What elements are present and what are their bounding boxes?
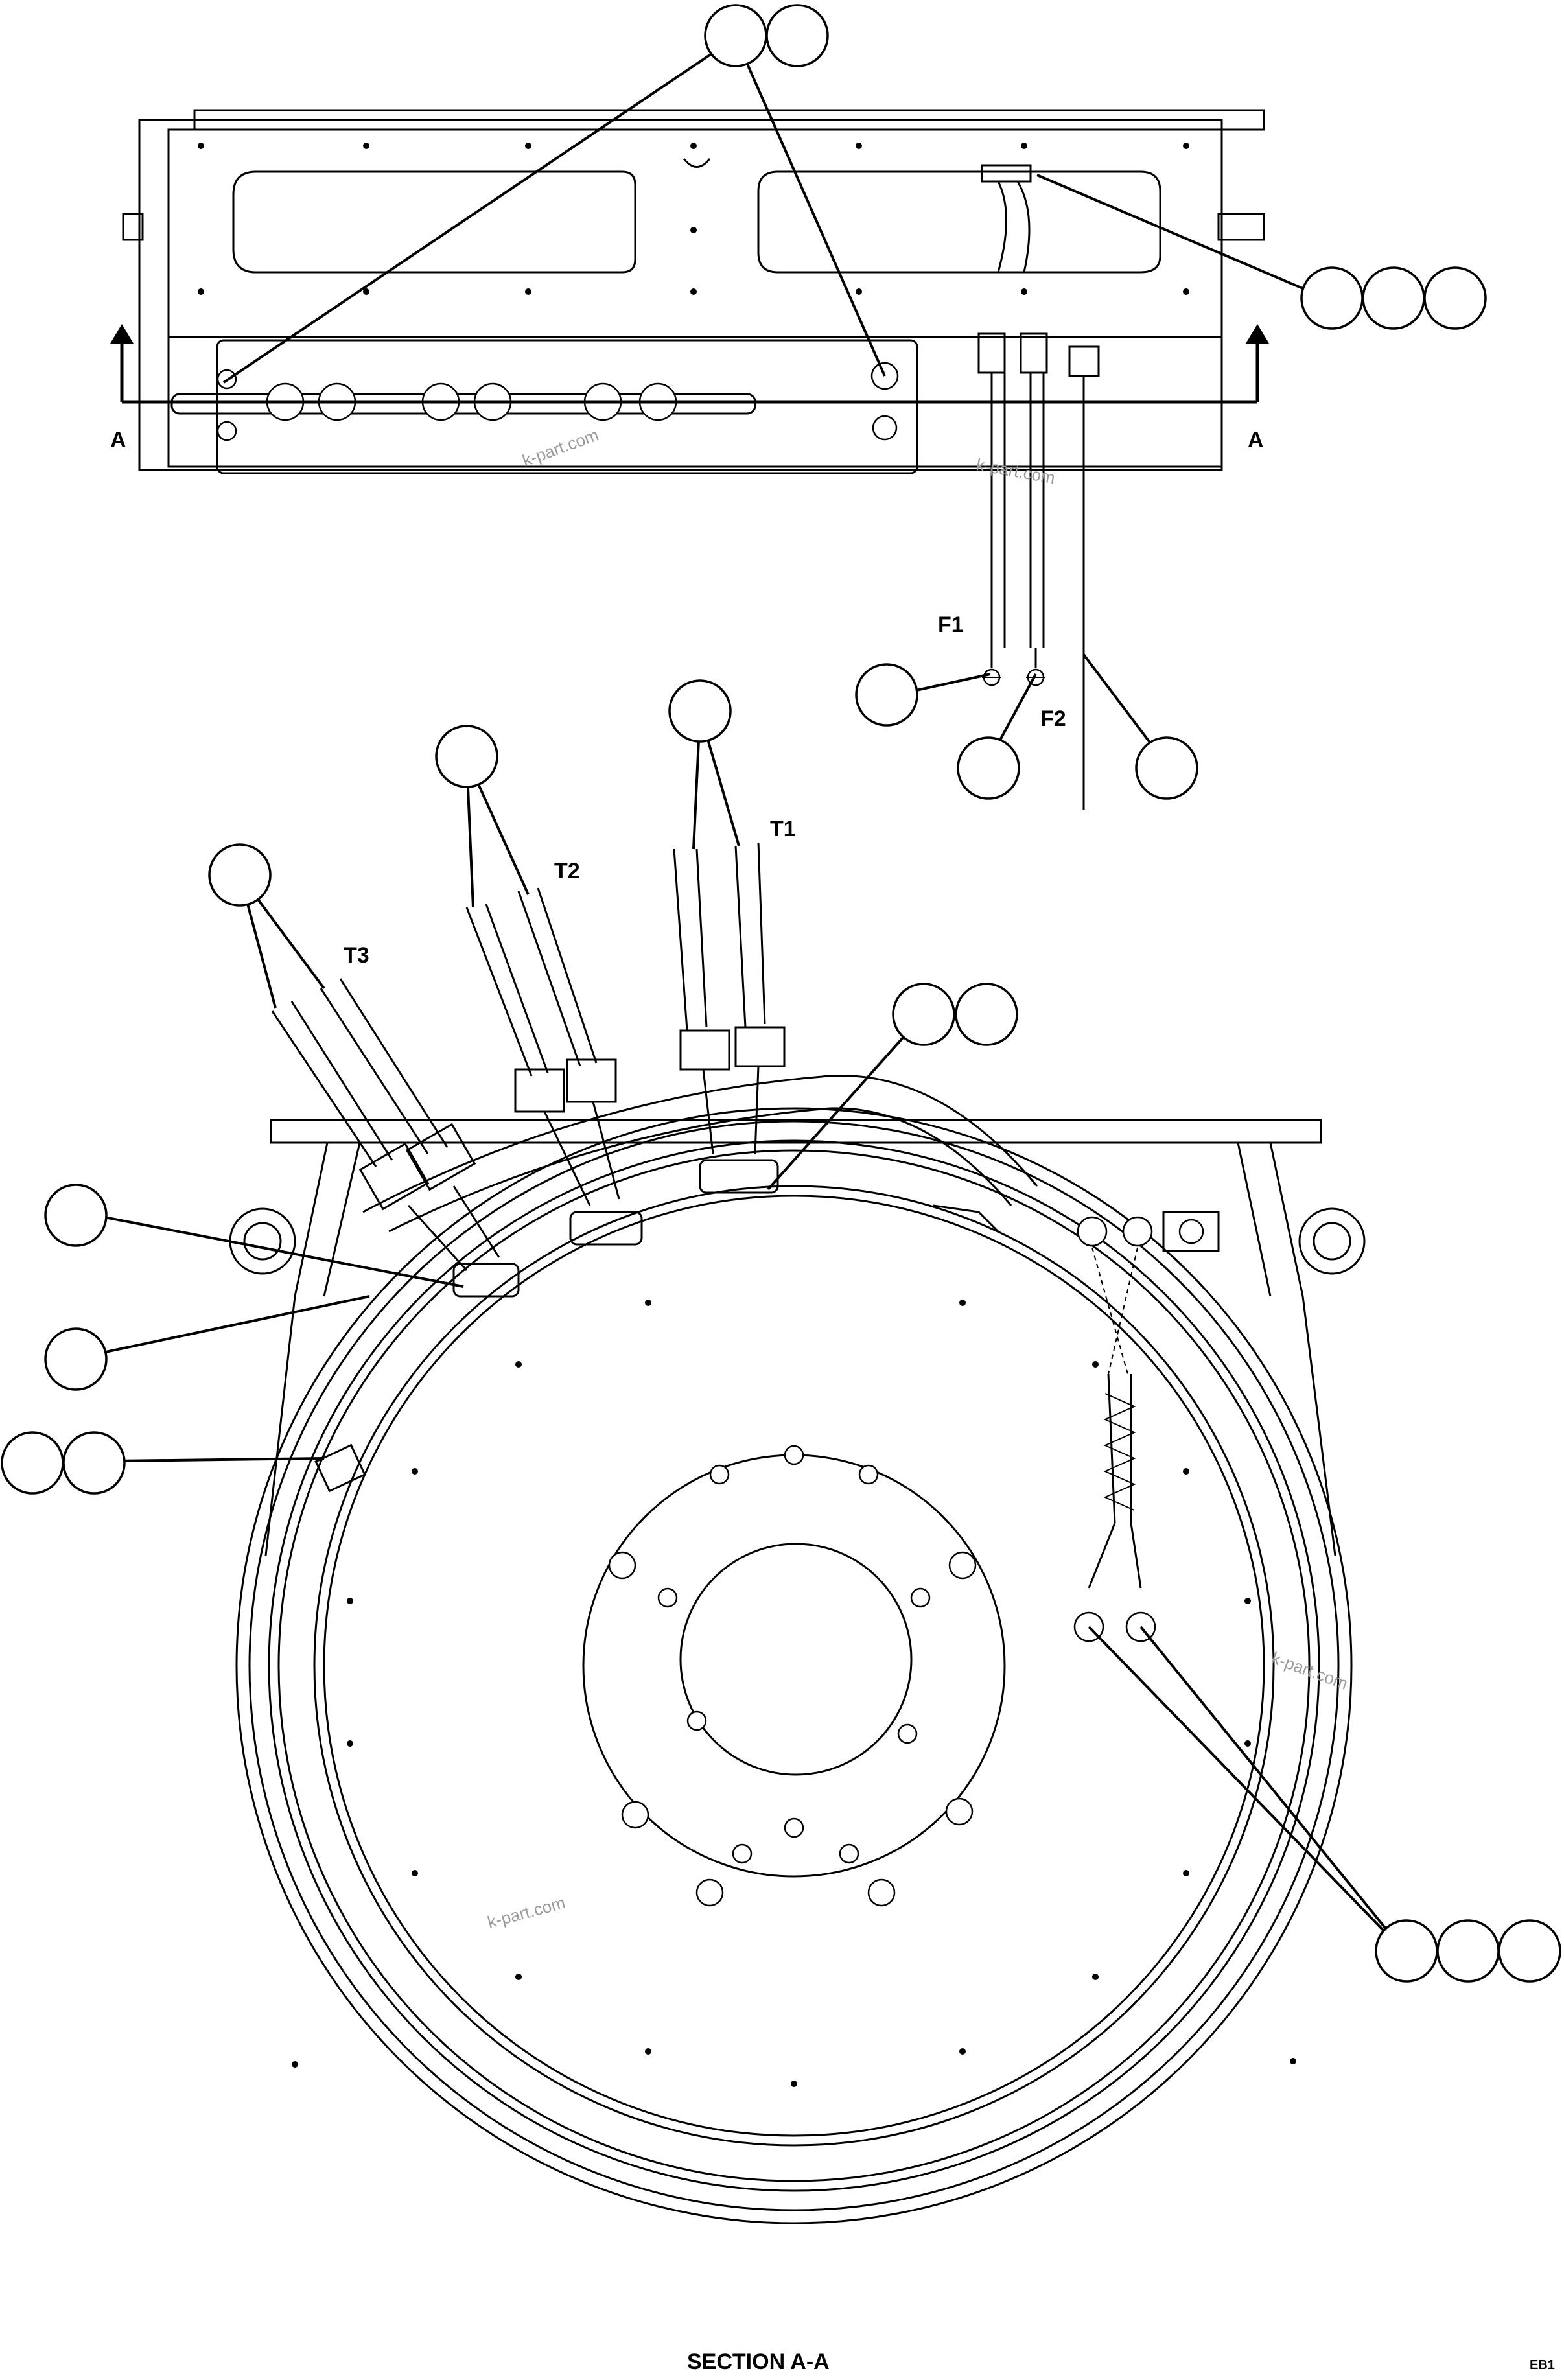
bar-bolt-bottom-right	[872, 415, 898, 441]
stator-ring	[268, 1139, 1320, 2192]
section-arrow-left	[110, 324, 134, 344]
callout-bubble	[1498, 1919, 1561, 1983]
field-lead-label-f2: F2	[1040, 706, 1066, 731]
t3-leads	[271, 978, 520, 1298]
section-label-right: A	[1248, 428, 1264, 452]
bar-bolt-bottom-left	[216, 421, 237, 441]
callout-bubble	[855, 663, 918, 727]
callout-bubble	[44, 1327, 108, 1391]
field-lead-bushings	[977, 332, 1100, 810]
terminal-label-t2: T2	[554, 859, 580, 883]
callout-bubble	[765, 4, 829, 67]
callout-bubble	[704, 4, 767, 67]
callout-bubble	[892, 983, 955, 1046]
section-title: SECTION A-A	[687, 2350, 830, 2374]
field-lead-label-f1: F1	[938, 612, 964, 637]
window-cable	[997, 181, 1031, 273]
left-stub	[122, 213, 144, 241]
watermark: k-part.com	[485, 1893, 567, 1932]
callout-bubble	[957, 736, 1020, 800]
panel-bolts	[198, 143, 1189, 295]
callout-bubble	[62, 1431, 126, 1495]
section-line	[120, 337, 1259, 404]
top-flange	[270, 1119, 1322, 1144]
callout-bubble	[1436, 1919, 1500, 1983]
callout-bubble	[1423, 266, 1487, 330]
callout-bubble	[1362, 266, 1425, 330]
left-clamp	[314, 1443, 366, 1493]
callout-bubble	[44, 1184, 108, 1247]
callout-bubble	[955, 983, 1018, 1046]
callout-bubble	[1135, 736, 1198, 800]
housing-sides	[264, 1142, 1336, 1556]
watermark: k-part.com	[520, 425, 601, 470]
callout-leaders	[64, 36, 1408, 1955]
callout-bubble	[208, 843, 272, 907]
terminal-label-t1: T1	[770, 817, 796, 841]
callout-bubble	[1, 1431, 64, 1495]
top-view: A A F1 F2	[110, 109, 1269, 810]
ring-bolts	[292, 1300, 1296, 2087]
callout-bubble	[435, 725, 498, 788]
lift-eye-right	[1298, 1208, 1366, 1275]
left-window	[232, 170, 636, 274]
t2-leads	[465, 887, 643, 1246]
section-view: SECTION A-A EB1 T3 T2 T1	[229, 817, 1555, 2374]
hub-bore	[679, 1543, 913, 1776]
callout-bubble	[1300, 266, 1364, 330]
right-stub	[1217, 213, 1265, 241]
t1-leads	[673, 842, 786, 1194]
terminal-label-t3: T3	[344, 943, 369, 968]
inner-ring	[313, 1185, 1275, 2147]
right-clamp	[933, 1204, 999, 1233]
callout-bubble	[1375, 1919, 1438, 1983]
terminal-arc-inner	[388, 1107, 1012, 1233]
top-notch	[683, 158, 711, 168]
callout-bubble	[668, 679, 732, 743]
section-label-left: A	[110, 428, 126, 452]
top-frame-panel	[167, 128, 1223, 338]
drawing-code: EB1	[1530, 2358, 1555, 2372]
right-window	[757, 170, 1161, 274]
terminal-bar	[216, 339, 918, 474]
housing-inner-sides	[323, 1142, 1272, 1297]
window-clamp	[981, 164, 1032, 183]
lift-eye-left	[229, 1208, 296, 1275]
terminal-arc	[362, 1074, 1038, 1213]
callout-bubbles	[1, 4, 1561, 1983]
hub-bolt-holes	[608, 1445, 977, 1907]
section-arrow-right	[1246, 324, 1269, 344]
outer-housing-ring	[235, 1107, 1353, 2224]
